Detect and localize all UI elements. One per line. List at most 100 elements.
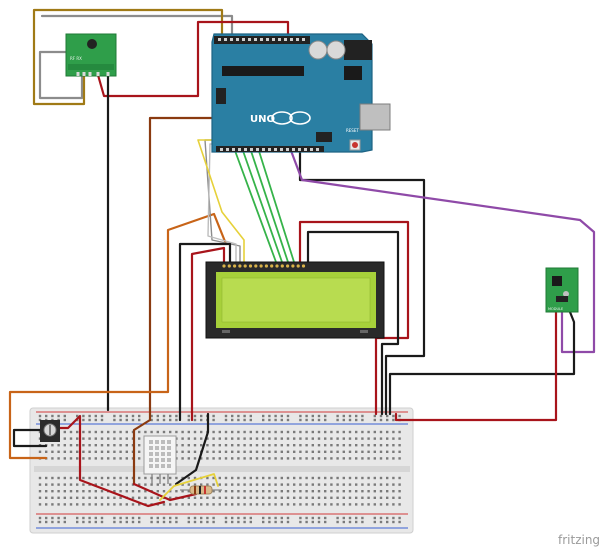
breadboard-hole	[280, 444, 283, 447]
breadboard-hole	[94, 418, 97, 422]
breadboard-hole	[336, 496, 339, 499]
breadboard-hole	[386, 483, 389, 486]
breadboard-hole	[144, 476, 147, 480]
breadboard-hole	[175, 490, 178, 493]
breadboard-hole	[274, 430, 277, 434]
breadboard-hole	[237, 503, 240, 506]
breadboard-hole	[373, 496, 376, 499]
breadboard-hole	[156, 414, 159, 418]
breadboard-hole	[324, 437, 327, 440]
breadboard-hole	[398, 444, 401, 447]
fritzing-watermark: fritzing	[558, 533, 600, 547]
breadboard-hole	[212, 520, 215, 524]
breadboard-hole	[212, 430, 215, 434]
arduino-uno: UNO RESET	[211, 33, 391, 153]
breadboard-hole	[119, 444, 122, 447]
breadboard-hole	[169, 483, 172, 486]
breadboard-hole	[330, 483, 333, 486]
breadboard-hole	[280, 516, 283, 520]
breadboard-hole	[255, 483, 259, 486]
breadboard-hole	[361, 516, 364, 520]
breadboard-hole	[181, 476, 184, 480]
breadboard-hole	[305, 414, 308, 418]
breadboard-hole	[392, 483, 395, 486]
breadboard-hole	[94, 490, 97, 493]
breadboard-hole	[63, 457, 66, 460]
breadboard-hole	[100, 444, 104, 447]
breadboard-hole	[373, 430, 376, 434]
breadboard-hole	[88, 496, 91, 499]
breadboard-hole	[57, 503, 60, 506]
breadboard-hole	[355, 414, 358, 418]
breadboard-hole	[113, 444, 116, 447]
breadboard-hole	[63, 450, 66, 453]
lcd-pin	[254, 264, 258, 268]
wire-black-pot	[12, 428, 48, 448]
breadboard-hole	[63, 476, 66, 480]
breadboard-hole	[237, 476, 240, 480]
breadboard-hole	[144, 483, 147, 486]
breadboard-hole	[113, 490, 116, 493]
breadboard-hole	[367, 496, 370, 499]
breadboard-hole	[305, 496, 308, 499]
breadboard-hole	[187, 483, 190, 486]
breadboard-hole	[88, 516, 91, 520]
breadboard-hole	[262, 457, 265, 460]
breadboard-hole	[305, 520, 308, 524]
breadboard-hole	[162, 483, 166, 486]
breadboard-hole	[224, 490, 228, 493]
breadboard-hole	[193, 457, 197, 460]
breadboard-hole	[373, 490, 376, 493]
breadboard-hole	[175, 414, 178, 418]
breadboard-hole	[169, 430, 172, 434]
breadboard-hole	[206, 503, 209, 506]
breadboard-hole	[237, 450, 240, 453]
breadboard-hole	[57, 450, 60, 453]
lcd-pin	[238, 264, 242, 268]
breadboard-hole	[51, 444, 54, 447]
breadboard-hole	[336, 490, 339, 493]
breadboard-hole	[348, 414, 352, 418]
breadboard-hole	[373, 483, 376, 486]
breadboard-hole	[51, 503, 54, 506]
breadboard-hole	[317, 437, 321, 440]
breadboard-hole	[280, 437, 283, 440]
breadboard-hole	[107, 476, 110, 480]
breadboard-hole	[224, 503, 228, 506]
breadboard-hole	[293, 444, 296, 447]
dht-vent	[149, 464, 153, 468]
breadboard-hole	[100, 520, 104, 524]
breadboard-hole	[200, 483, 203, 486]
breadboard-hole	[212, 414, 215, 418]
breadboard-hole	[156, 520, 159, 524]
breadboard-hole	[231, 496, 234, 499]
breadboard-hole	[237, 490, 240, 493]
breadboard-hole	[348, 503, 352, 506]
breadboard-hole	[243, 520, 246, 524]
breadboard-hole	[286, 520, 290, 524]
breadboard-hole	[324, 476, 327, 480]
breadboard-hole	[218, 430, 221, 434]
power-jack	[344, 40, 372, 60]
breadboard-hole	[231, 516, 234, 520]
breadboard-hole	[193, 418, 197, 422]
breadboard-hole	[392, 496, 395, 499]
breadboard-hole	[88, 430, 91, 434]
breadboard-hole	[386, 490, 389, 493]
breadboard-hole	[348, 476, 352, 480]
breadboard-hole	[379, 516, 383, 520]
breadboard-hole	[57, 457, 60, 460]
potentiometer	[40, 420, 60, 442]
breadboard-hole	[237, 516, 240, 520]
breadboard-hole	[386, 414, 389, 418]
breadboard-hole	[311, 496, 314, 499]
dht-vent-grid	[149, 440, 171, 468]
header-pin	[244, 148, 247, 151]
breadboard-hole	[268, 503, 271, 506]
breadboard-hole	[51, 520, 54, 524]
breadboard-hole	[119, 450, 122, 453]
breadboard-hole	[379, 496, 383, 499]
breadboard-hole	[379, 414, 383, 418]
breadboard-hole	[268, 520, 271, 524]
